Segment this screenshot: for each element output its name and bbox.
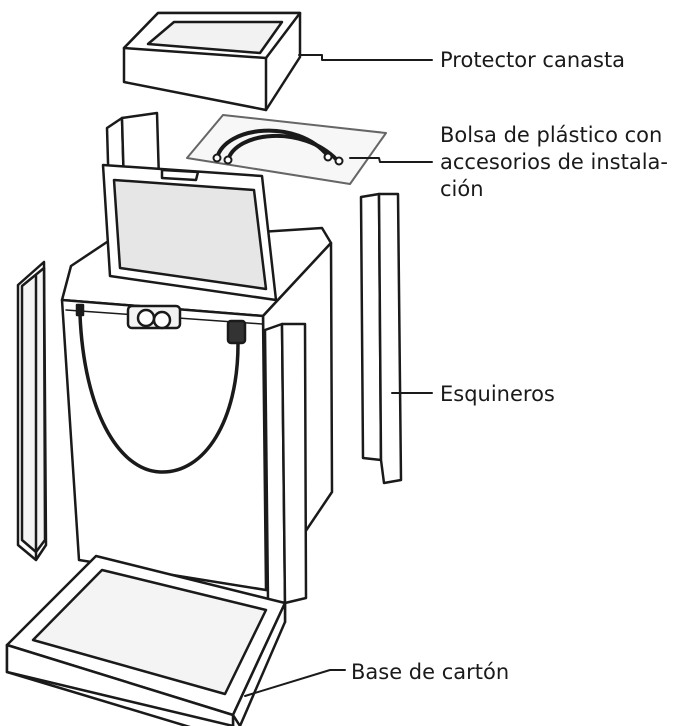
- leader-base: [244, 669, 346, 697]
- washer-lid: [101, 163, 278, 302]
- label-accessory-bag-line1: Bolsa de plástico con: [440, 123, 663, 147]
- label-accessory-bag: Bolsa de plástico con accesorios de inst…: [440, 122, 668, 203]
- label-basket-protector-text: Protector canasta: [440, 48, 626, 72]
- basket-protector: [122, 11, 302, 112]
- left-corner-protector: [16, 260, 48, 562]
- accessory-bag: [186, 114, 387, 185]
- label-accessory-bag-line2: accesorios de instala-: [440, 150, 668, 174]
- leader-lines: [244, 54, 433, 697]
- label-accessory-bag-line3: ción: [440, 177, 484, 201]
- label-cardboard-base-text: Base de cartón: [351, 660, 510, 684]
- label-corner-protectors: Esquineros: [440, 381, 555, 408]
- cardboard-base: [5, 554, 287, 726]
- leader-protector: [298, 54, 433, 61]
- label-basket-protector: Protector canasta: [440, 47, 625, 74]
- leader-bolsa: [349, 157, 433, 163]
- label-cardboard-base: Base de cartón: [351, 659, 509, 686]
- right-corner-protector: [359, 192, 403, 485]
- label-corner-protectors-text: Esquineros: [440, 382, 555, 406]
